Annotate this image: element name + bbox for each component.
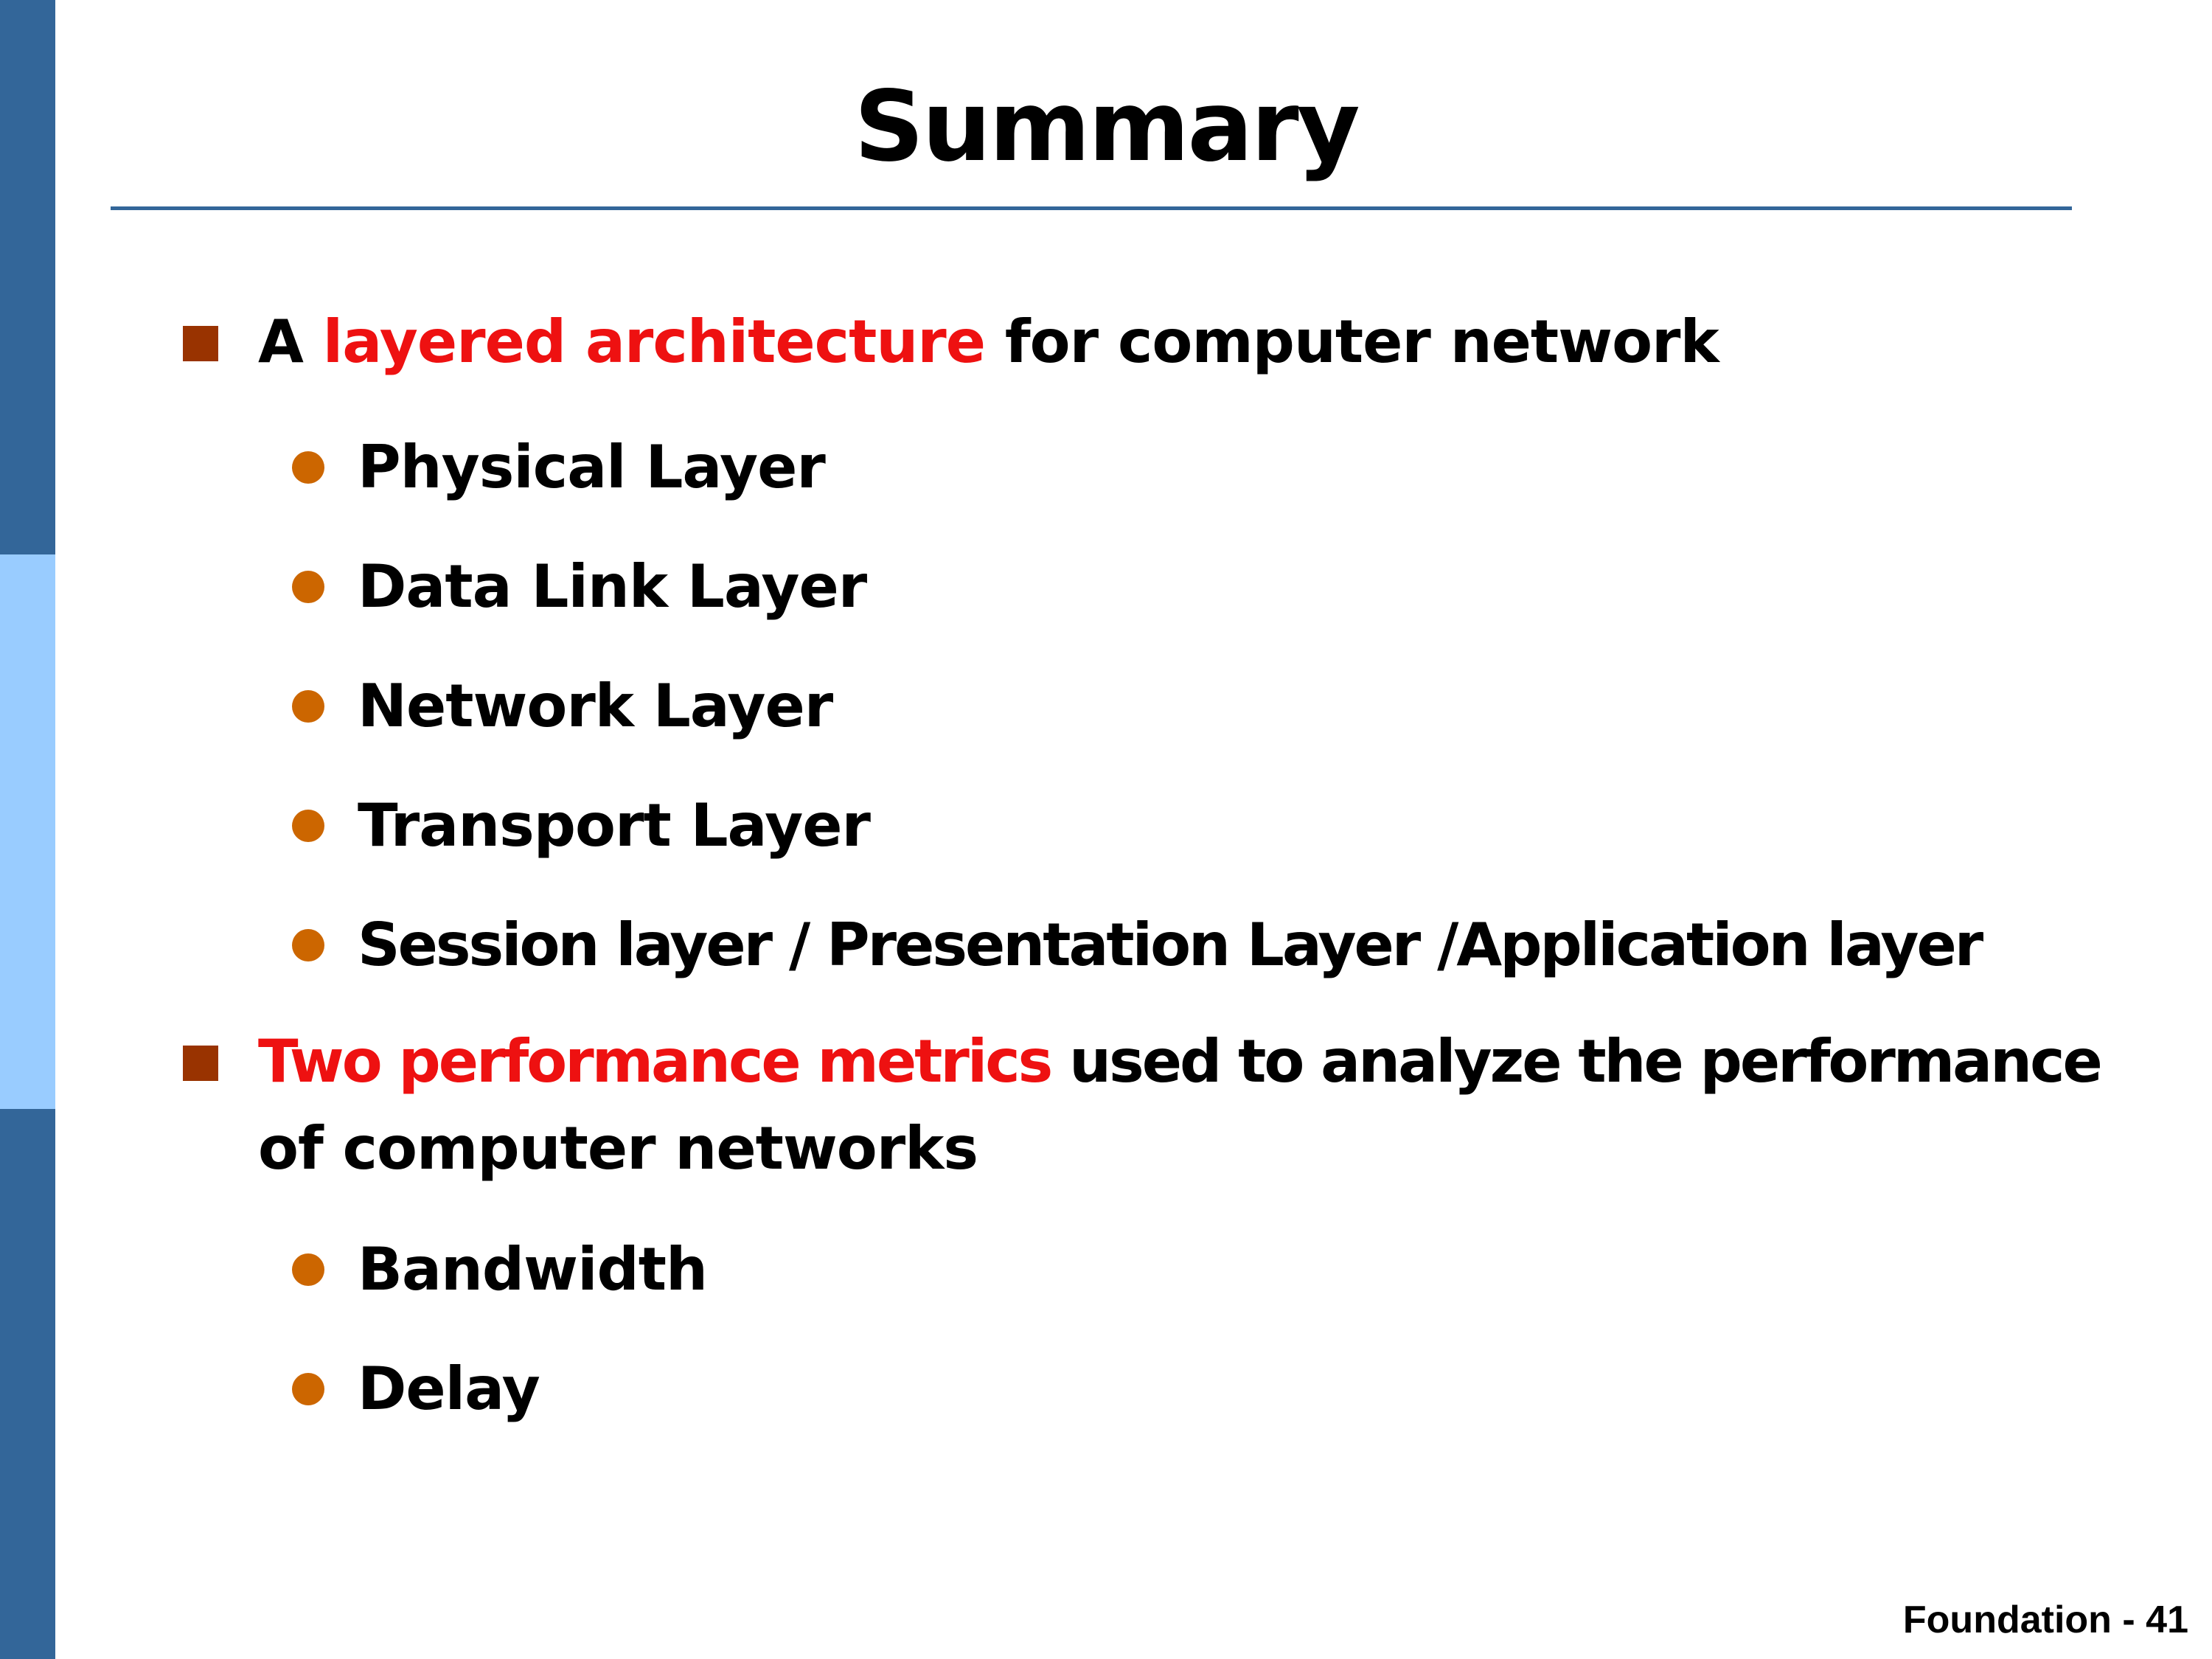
round-bullet-icon [292,571,324,603]
subitem-network-layer: Network Layer [358,672,833,740]
slide-footer-page-number: Foundation - 41 [1902,1599,2188,1641]
bullet-highlight: layered architecture [322,307,986,376]
bullet-text-suffix: for computer network [985,307,1719,376]
subitem-transport-layer: Transport Layer [358,791,871,860]
sidebar-segment-bottom [0,1109,55,1659]
round-bullet-icon [292,451,324,484]
round-bullet-icon [292,1253,324,1286]
bullet-text-prefix: A [258,307,323,376]
subitem-bandwidth: Bandwidth [358,1235,708,1304]
square-bullet-icon [183,326,218,361]
square-bullet-icon [183,1046,218,1081]
sidebar-segment-middle [0,554,55,1109]
left-sidebar [0,0,55,1659]
bullet-performance-metrics: Two performance metrics used to analyze … [258,1018,2103,1105]
subitem-delay: Delay [358,1354,540,1423]
subitem-data-link-layer: Data Link Layer [358,552,867,621]
slide-title: Summary [854,70,1360,184]
bullet-highlight: Two performance metrics [258,1027,1053,1096]
bullet-layered-architecture: A layered architecture for computer netw… [258,299,1719,386]
round-bullet-icon [292,690,324,723]
sidebar-segment-top [0,0,55,554]
round-bullet-icon [292,929,324,961]
round-bullet-icon [292,1373,324,1405]
round-bullet-icon [292,810,324,842]
bullet-text-suffix: used to analyze the performance [1051,1027,2103,1096]
title-divider [111,206,2072,210]
bullet-continuation: of computer networks [258,1114,978,1183]
subitem-session-presentation-application-layer: Session layer / Presentation Layer /Appl… [358,911,1983,979]
subitem-physical-layer: Physical Layer [358,433,826,501]
